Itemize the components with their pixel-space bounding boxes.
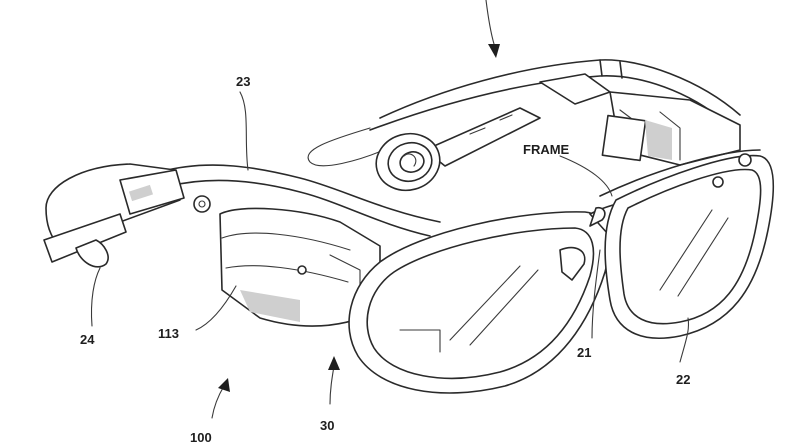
label-113: 113 xyxy=(158,326,179,341)
far-hinge-module xyxy=(539,73,741,166)
label-21: 21 xyxy=(577,345,591,360)
near-temple-arm xyxy=(43,163,441,268)
label-22: 22 xyxy=(676,372,690,387)
arrow-30 xyxy=(328,356,340,405)
leader-lines xyxy=(90,91,690,363)
label-30: 30 xyxy=(320,418,334,433)
label-100: 100 xyxy=(190,430,212,445)
module-113 xyxy=(219,207,381,327)
arrow-100 xyxy=(211,378,230,419)
label-frame: FRAME xyxy=(523,142,570,157)
front-frame xyxy=(348,149,775,394)
label-23: 23 xyxy=(236,74,250,89)
arrow-top xyxy=(485,0,500,58)
label-24: 24 xyxy=(80,332,95,347)
earpiece-speaker xyxy=(375,107,541,192)
